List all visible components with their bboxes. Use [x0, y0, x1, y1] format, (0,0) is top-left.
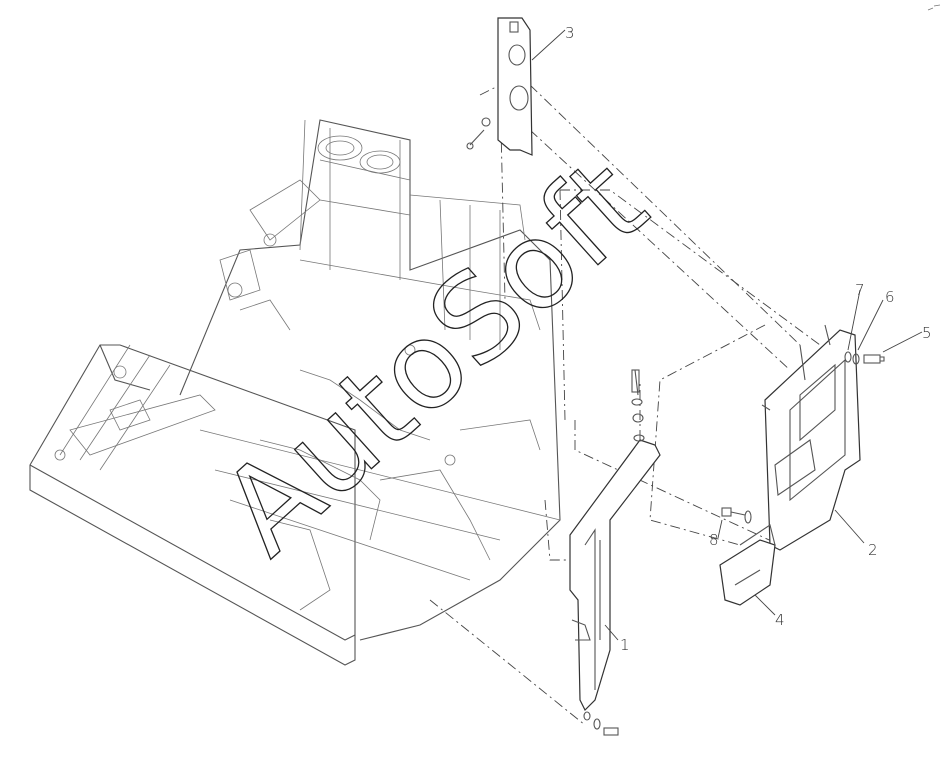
part-1-bracket [569, 369, 661, 736]
callout-4: 4 [775, 611, 785, 629]
corner-mark [927, 4, 941, 11]
callout-7: 7 [855, 281, 865, 299]
part-3-plate [466, 17, 533, 156]
part-4-plate [719, 524, 776, 606]
callouts: 1 2 3 4 5 6 7 8 [565, 24, 932, 654]
callout-8: 8 [709, 531, 719, 549]
callout-1: 1 [620, 636, 630, 654]
callout-3: 3 [565, 24, 575, 42]
callout-5: 5 [922, 324, 932, 342]
fasteners-5-6-7 [844, 351, 885, 365]
leader-lines [531, 29, 923, 641]
callout-2: 2 [868, 541, 878, 559]
assembly-lines [429, 84, 821, 726]
callout-6: 6 [885, 288, 895, 306]
chassis-frame [29, 119, 561, 666]
fastener-8 [721, 507, 752, 524]
